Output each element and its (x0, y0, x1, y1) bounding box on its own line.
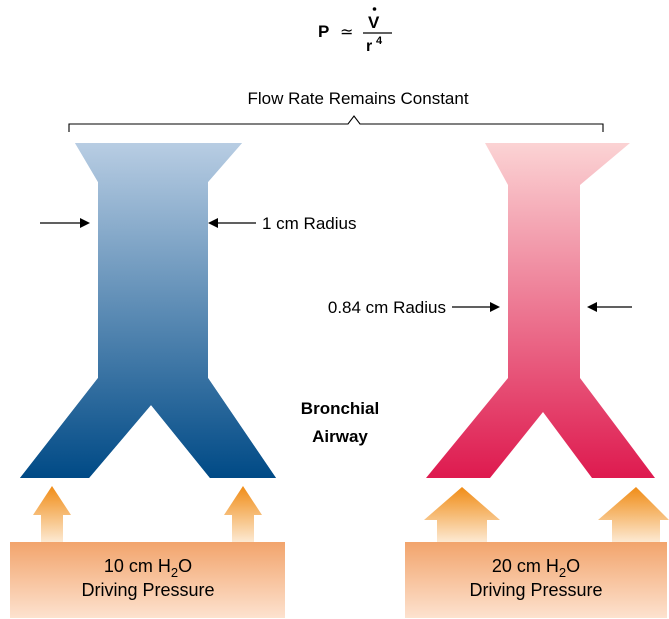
right-radius-label: 0.84 cm Radius (328, 298, 446, 317)
right-pressure-value: 20 cm H2O (492, 556, 580, 580)
left-pressure-caption: Driving Pressure (81, 580, 214, 600)
flow-dot-icon (372, 7, 377, 11)
right-pressure-caption: Driving Pressure (469, 580, 602, 600)
right-pressure-box (405, 542, 667, 618)
right-pressure-arrow-2-icon (598, 487, 669, 545)
left-radius-label: 1 cm Radius (262, 214, 356, 233)
right-airway (426, 143, 655, 478)
left-pressure-arrow-1-icon (33, 486, 71, 545)
left-pressure-box (10, 542, 285, 618)
bronchial-label-line2: Airway (312, 427, 368, 446)
right-radius-arrow-out-icon (587, 302, 632, 312)
formula: P ≃ V r 4 (318, 7, 392, 55)
left-radius-arrow-in-icon (40, 218, 90, 228)
formula-pressure: P (318, 22, 329, 41)
flow-rate-label: Flow Rate Remains Constant (247, 89, 468, 108)
flow-bracket (68, 115, 604, 132)
formula-exponent: 4 (376, 35, 383, 47)
right-radius-arrow-in-icon (452, 302, 500, 312)
left-radius-arrow-out-icon (208, 218, 256, 228)
formula-approx: ≃ (340, 24, 353, 41)
right-pressure-arrow-1-icon (424, 487, 500, 545)
left-airway (20, 143, 276, 478)
formula-flow: V (368, 13, 380, 32)
bronchial-label-line1: Bronchial (301, 399, 379, 418)
formula-radius: r (366, 38, 372, 55)
left-pressure-value: 10 cm H2O (104, 556, 192, 580)
left-pressure-arrow-2-icon (224, 486, 262, 545)
